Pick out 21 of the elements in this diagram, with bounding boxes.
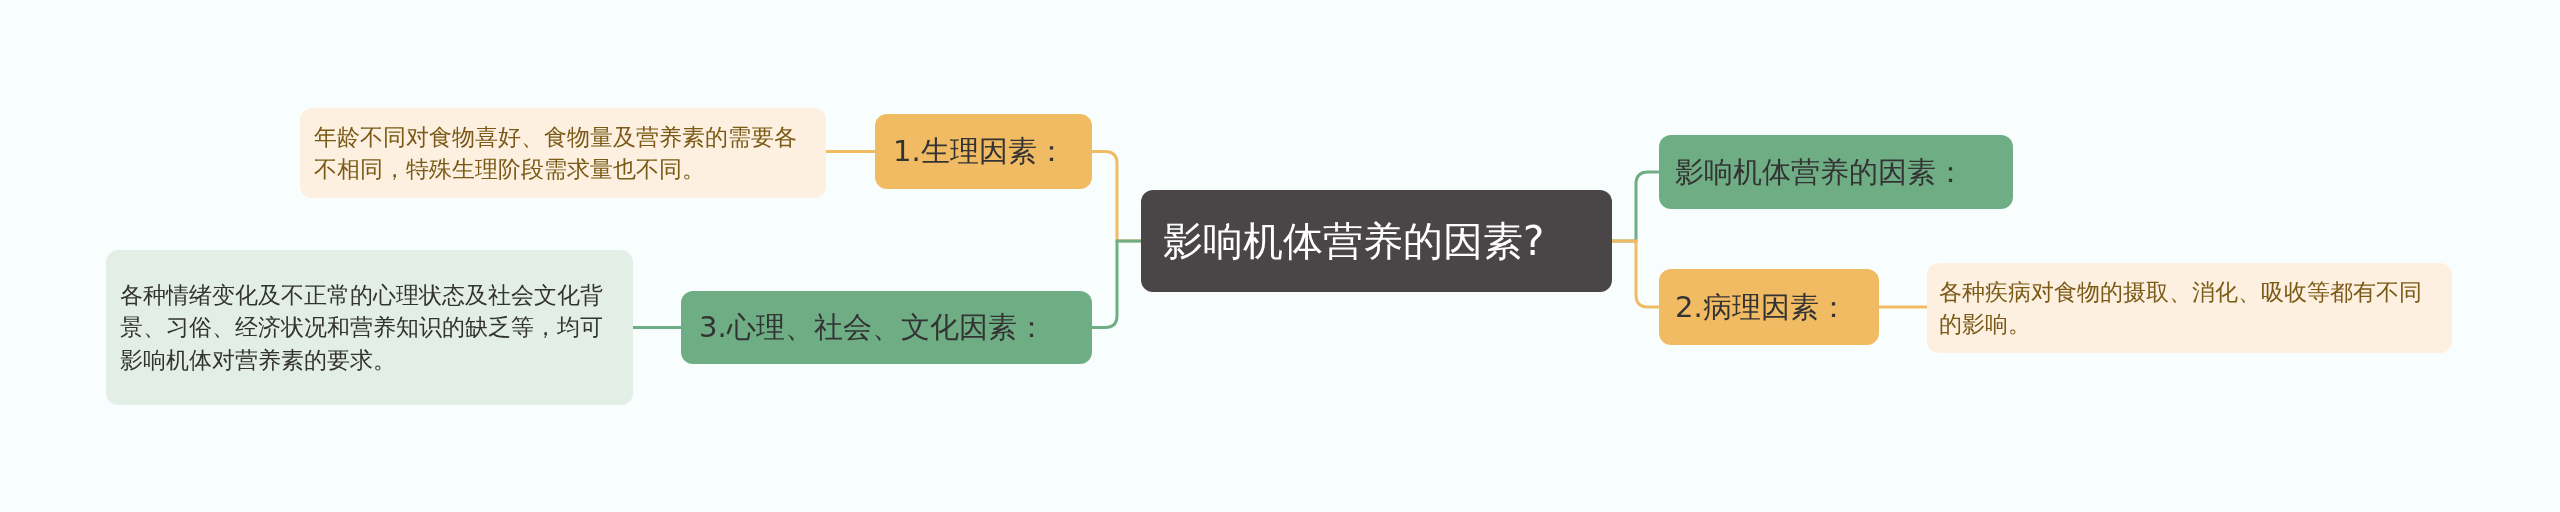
- topic-box: [875, 114, 1092, 189]
- note-text: 各种疾病对食物的摄取、消化、吸收等都有不同的影响。: [1939, 277, 2423, 339]
- connector-line: [1612, 239, 1659, 309]
- note-box: [106, 250, 633, 405]
- connector-line: [1092, 239, 1141, 329]
- note-box: [300, 108, 826, 198]
- connector-line: [1879, 305, 1927, 309]
- note-box: [1927, 263, 2452, 353]
- topic-box: [681, 291, 1092, 364]
- note-text: 年龄不同对食物喜好、食物量及营养素的需要各不相同，特殊生理阶段需求量也不同。: [314, 122, 798, 184]
- topic-box: [1659, 269, 1879, 345]
- topic-text: 1.生理因素：: [893, 133, 1066, 171]
- connector-line: [633, 326, 681, 329]
- connector-line: [826, 150, 875, 153]
- note-text: 各种情绪变化及不正常的心理状态及社会文化背景、习俗、经济状况和营养知识的缺乏等，均可影响机体对营养素的要求。: [120, 281, 604, 375]
- central-topic-box: [1141, 190, 1612, 292]
- topic-text: 3.心理、社会、文化因素：: [699, 309, 1046, 347]
- topic-box: [1659, 135, 2013, 209]
- topic-text: 2.病理因素：: [1675, 288, 1848, 326]
- central-topic-text: 影响机体营养的因素?: [1163, 217, 1545, 266]
- topic-text: 影响机体营养的因素：: [1675, 153, 1965, 191]
